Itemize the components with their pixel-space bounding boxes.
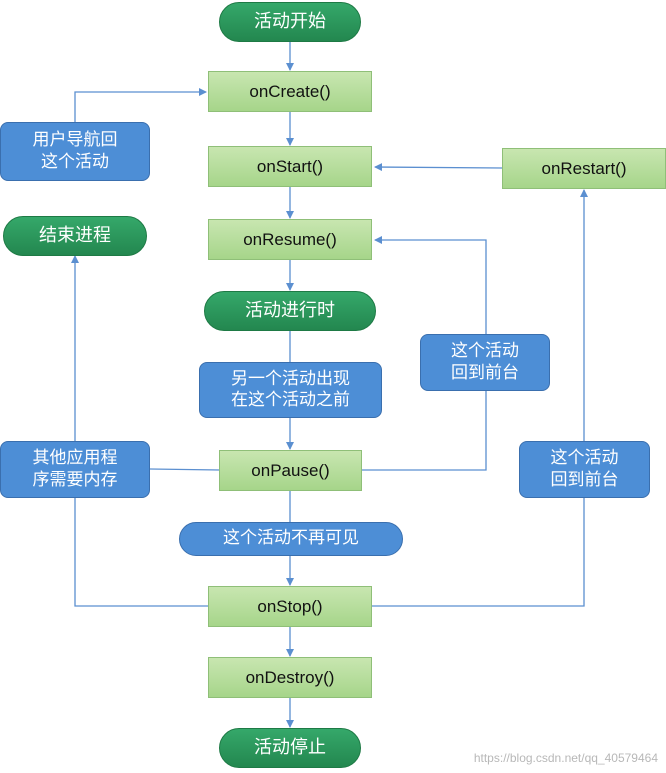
on-restart-node: onRestart() [502, 148, 666, 189]
kill-process-node: 结束进程 [3, 216, 147, 256]
return-foreground-resume-line-1: 这个活动 [451, 341, 519, 362]
user-navigates-back-line-1: 用户导航回 [32, 130, 118, 151]
arrow-stop-to-create [74, 497, 208, 607]
another-activity-line-2: 在这个活动之前 [231, 390, 350, 410]
on-start-node: onStart() [208, 146, 372, 187]
on-create-node: onCreate() [208, 71, 372, 112]
on-stop-node: onStop() [208, 586, 372, 627]
activity-stop-node: 活动停止 [219, 728, 361, 768]
activity-start-node: 活动开始 [219, 2, 361, 42]
arrow-stop-to-restart [372, 189, 588, 607]
watermark: https://blog.csdn.net/qq_40579464 [473, 751, 658, 765]
return-foreground-resume-note: 这个活动 回到前台 [420, 334, 550, 391]
return-foreground-restart-line-2: 回到前台 [550, 469, 619, 490]
another-activity-line-1: 另一个活动出现 [231, 368, 350, 389]
other-apps-need-memory-line-2: 序需要内存 [32, 469, 118, 490]
arrow-navigate-to-create [74, 88, 207, 122]
return-foreground-restart-note: 这个活动 回到前台 [519, 441, 650, 498]
return-foreground-restart-line-1: 这个活动 [550, 448, 619, 469]
on-destroy-node: onDestroy() [208, 657, 372, 698]
activity-running-node: 活动进行时 [204, 291, 376, 331]
activity-invisible-note: 这个活动不再可见 [179, 522, 403, 556]
line-pause-to-memory-note [149, 468, 221, 471]
user-navigates-back-line-2: 这个活动 [41, 151, 109, 172]
return-foreground-resume-line-2: 回到前台 [451, 362, 519, 383]
another-activity-note: 另一个活动出现 在这个活动之前 [199, 362, 382, 418]
user-navigates-back-note: 用户导航回 这个活动 [0, 122, 150, 181]
arrow-restart-to-start [374, 163, 503, 172]
on-resume-node: onResume() [208, 219, 372, 260]
other-apps-need-memory-note: 其他应用程 序需要内存 [0, 441, 150, 498]
on-pause-node: onPause() [219, 450, 362, 491]
other-apps-need-memory-line-1: 其他应用程 [32, 448, 118, 469]
